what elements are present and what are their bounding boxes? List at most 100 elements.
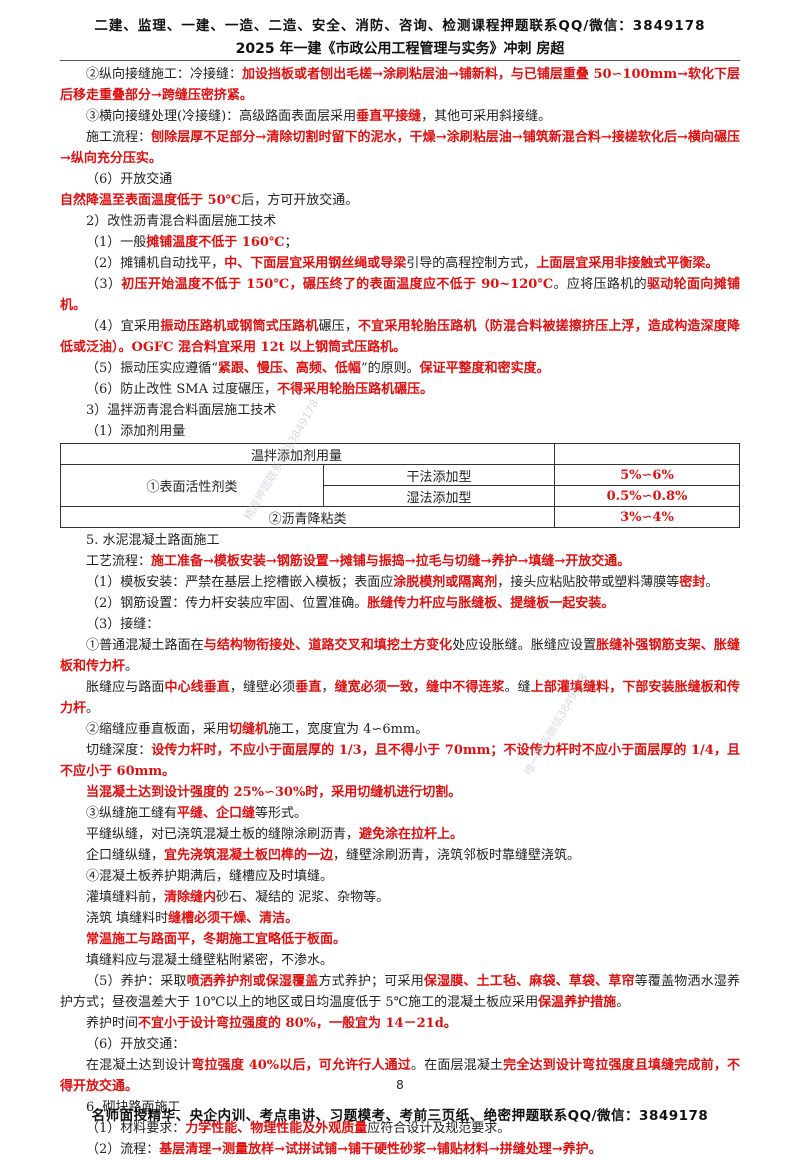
table-cell-type: 干法添加型 [323, 464, 555, 486]
text: 处应设胀缝。胀缝应设置 [452, 638, 597, 653]
paragraph-adhesion: 填缝料应与混凝土缝壁粘附紧密，不渗水。 [86, 953, 334, 968]
text: 胀缝应与路面 [86, 680, 165, 695]
paragraph-joint-vertical: 胀缝应与路面中心线垂直，缝壁必须垂直，缝宽必须一致，缝中不得连浆。缝上部灌填缝料… [60, 677, 740, 719]
text: 砂石、凝结的 泥浆、杂物等。 [216, 890, 390, 905]
text: 工艺流程： [86, 554, 152, 569]
highlight-text: 弯拉强度 40%以后，可允许行人通过 [191, 1058, 411, 1073]
highlight-text: 保证平整度和密实度。 [419, 361, 550, 376]
highlight-text: 垂直平接缝 [356, 109, 422, 124]
paragraph-curing: （5）养护：采取喷洒养护剂或保湿覆盖方式养护；可采用保湿膜、土工毡、麻袋、草袋、… [60, 971, 740, 1013]
text: 在混凝土达到设计 [86, 1058, 192, 1073]
table-row: ②沥青降粘类 3%∽4% [60, 506, 740, 528]
paragraph-flat-joint: 平缝纵缝，对已浇筑混凝土板的缝隙涂刷沥青，避免涂在拉杆上。 [60, 824, 740, 845]
paragraph-curing-time: 养护时间不宜小于设计弯拉强度的 80%，一般宜为 14－21d。 [60, 1013, 740, 1034]
highlight-text: 驱动轮面向摊铺机。 [60, 277, 740, 313]
text: 。 [86, 701, 100, 716]
table-cell-type: 湿法添加型 [323, 485, 555, 507]
paragraph-roller-type: （4）宜采用振动压路机或钢筒式压路机碾压，不宜采用轮胎压路机（防混合料被搓擦挤压… [60, 316, 740, 358]
table-cell-value: 5%∽6% [554, 464, 740, 486]
text: 。 [125, 659, 139, 674]
highlight-text: 保湿膜、土工毡、麻袋、草袋、草帘 [423, 974, 635, 989]
paragraph-block-process: （2）流程：基层清理→测量放样→试拼试铺→铺干硬性砂浆→铺贴材料→拼缝处理→养护… [60, 1139, 740, 1160]
text: （6）防止改性 SMA 过度碾压， [86, 382, 278, 397]
heading-warm-mix: 3）温拌沥青混合料面层施工技术 [86, 403, 277, 418]
table-cell-category: ①表面活性剂类 [60, 464, 324, 507]
text: 。缝 [504, 680, 531, 695]
highlight-text: 上部灌填缝料，下部安装胀缝板和传力杆 [60, 680, 740, 716]
text: 施工流程： [86, 130, 152, 145]
text: 切缝深度： [86, 743, 152, 758]
table-cell-category: ②沥青降粘类 [60, 506, 555, 528]
heading-block-pavement: 6. 砌块路面施工 [86, 1100, 181, 1115]
paragraph-tongue-joint: 企口缝纵缝，宜先浇筑混凝土板凹榫的一边，缝壁涂刷沥青，浇筑邻板时靠缝壁浇筑。 [60, 845, 740, 866]
text: 后，方可开放交通。 [241, 193, 359, 208]
text: ③横向接缝处理(冷接缝)：高级路面表面层采用 [86, 109, 357, 124]
text: 。 [616, 995, 630, 1010]
text: ”的原则。 [360, 361, 420, 376]
highlight-text: 平缝、企口缝 [177, 806, 256, 821]
table-cell-value: 0.5%∽0.8% [554, 485, 740, 507]
paragraph-leveling: （2）摊铺机自动找平，中、下面层宜采用钢丝绳或导梁引导的高程控制方式，上面层宜采… [60, 253, 740, 274]
page-header-contact: 二建、监理、一建、一造、二造、安全、消防、咨询、检测课程押题联系QQ/微信：38… [94, 18, 706, 34]
text: ，缝壁必须 [229, 680, 296, 695]
text: （4）宜采用 [86, 319, 161, 334]
text: 等覆盖物洒水湿养护方式；昼夜温差大于 10℃以上的地区或日均温度低于 5℃施工的… [60, 974, 740, 1010]
paragraph-cut-timing: 当混凝土达到设计强度的 25%∽30%时，采用切缝机进行切割。 [86, 785, 462, 800]
heading-joints: （3）接缝： [86, 617, 160, 632]
highlight-text: 密封 [679, 575, 706, 590]
highlight-text: 中、下面层宜采用钢丝绳或导梁 [224, 256, 407, 271]
paragraph-open-traffic: （6）开放交通 [86, 172, 173, 187]
paragraph-formwork: （1）模板安装：严禁在基层上挖槽嵌入模板；表面应涂脱模剂或隔离剂，接头应粘贴胶带… [60, 572, 740, 593]
table-row: 温拌添加剂用量 [60, 443, 740, 465]
text: （1）模板安装：严禁在基层上挖槽嵌入模板；表面应 [86, 575, 394, 590]
highlight-text: 基层清理→测量放样→试拼试铺→铺干硬性砂浆→铺贴材料→拼缝处理→养护。 [159, 1142, 602, 1157]
highlight-text: 不宜小于设计弯拉强度的 80%，一般宜为 14－21d。 [138, 1016, 457, 1031]
highlight-text: 完全达到设计弯拉强度且填缝完成前，不得开放交通。 [60, 1058, 740, 1094]
highlight-text: 中心线垂直 [164, 680, 230, 695]
paragraph-expansion-joint: ①普通混凝土路面在与结构物衔接处、道路交叉和填挖土方变化处应设胀缝。胀缝应设置胀… [60, 635, 740, 677]
paragraph-paving-temp: （1）一般摊铺温度不低于 160℃； [60, 232, 740, 253]
text: ②缩缝应垂直板面，采用 [86, 722, 230, 737]
highlight-text: 清除缝内 [164, 890, 217, 905]
highlight-text: 设传力杆时，不应小于面层厚的 1/3，且不得小于 70mm；不设传力杆时不应小于… [60, 743, 740, 779]
highlight-text: 刨除层厚不足部分→清除切割时留下的泥水，干燥→涂刷粘层油→铺筑新混合料→接槎软化… [60, 130, 740, 166]
highlight-text: 宜先浇筑混凝土板凹榫的一边 [164, 848, 334, 863]
text: （1）一般 [86, 235, 147, 250]
text: 方式养护；可采用 [318, 974, 424, 989]
text: 灌填缝料前， [86, 890, 165, 905]
text: 浇筑 填缝料时 [86, 911, 169, 926]
highlight-text: 不得采用轮胎压路机碾压。 [277, 382, 434, 397]
paragraph-rebar: （2）钢筋设置：传力杆安装应牢固、位置准确。胀缝传力杆应与胀缝板、提缝板一起安装… [60, 593, 740, 614]
paragraph-transverse-joint: ③横向接缝处理(冷接缝)：高级路面表面层采用垂直平接缝，其他可采用斜接缝。 [60, 106, 740, 127]
heading-concrete-pavement: 5. 水泥混凝土路面施工 [86, 533, 220, 548]
document-body: ②纵向接缝施工：冷接缝：加设挡板或者刨出毛槎→涂刷粘层油→铺新料，与已铺层重叠 … [60, 64, 740, 1160]
highlight-text: 胀缝补强钢筋支架、胀缝板和传力杆 [60, 638, 740, 674]
text: （3） [86, 277, 122, 292]
paragraph-sealing: ④混凝土板养护期满后，缝槽应及时填缝。 [86, 869, 334, 884]
page-header-title: 2025 年一建《市政公用工程管理与实务》冲刺 房超 [235, 41, 565, 57]
paragraph-cooling: 自然降温至表面温度低于 50℃后，方可开放交通。 [60, 190, 740, 211]
highlight-text: 摊铺温度不低于 160℃ [146, 235, 285, 250]
additive-dosage-table: 温拌添加剂用量 ①表面活性剂类 干法添加型 5%∽6% 湿法添加型 0.5%∽0… [60, 443, 740, 528]
page-number: 8 [396, 1078, 404, 1092]
text: 养护时间 [86, 1016, 139, 1031]
highlight-text: 保温养护措施 [538, 995, 617, 1010]
paragraph-compaction-temp: （3）初压开始温度不低于 150℃，碾压终了的表面温度应不低于 90~120℃。… [60, 274, 740, 316]
paragraph-longitudinal: ③纵缝施工缝有平缝、企口缝等形式。 [60, 803, 740, 824]
table-cell [554, 443, 740, 465]
text: ②纵向接缝施工：冷接缝： [86, 67, 243, 82]
text: 平缝纵缝，对已浇筑混凝土板的缝隙涂刷沥青， [86, 827, 360, 842]
highlight-text: 喷洒养护剂或保湿覆盖 [186, 974, 319, 989]
header-divider [60, 60, 740, 61]
highlight-text: 加设挡板或者刨出毛槎→涂刷粘层油→铺新料，与已铺层重叠 50∽100mm→软化下… [60, 67, 740, 103]
text: （2）流程： [86, 1142, 160, 1157]
highlight-text: 涂脱模剂或隔离剂 [393, 575, 498, 590]
text: 碾压， [318, 319, 358, 334]
text: （5）养护：采取 [86, 974, 187, 989]
paragraph-process: 工艺流程：施工准备→模板安装→钢筋设置→摊铺与振捣→拉毛与切缝→养护→填缝→开放… [60, 551, 740, 572]
highlight-text: 胀缝传力杆应与胀缝板、提缝板一起安装。 [367, 596, 615, 611]
text: 企口缝纵缝， [86, 848, 165, 863]
paragraph-dry-joint: 浇筑 填缝料时缝槽必须干燥、清洁。 [60, 908, 740, 929]
table-header-cell: 温拌添加剂用量 [60, 443, 555, 465]
highlight-text: 不宜采用轮胎压路机（防混合料被搓擦挤压上浮，造成构造深度降低或泛油）。OGFC … [60, 319, 740, 355]
